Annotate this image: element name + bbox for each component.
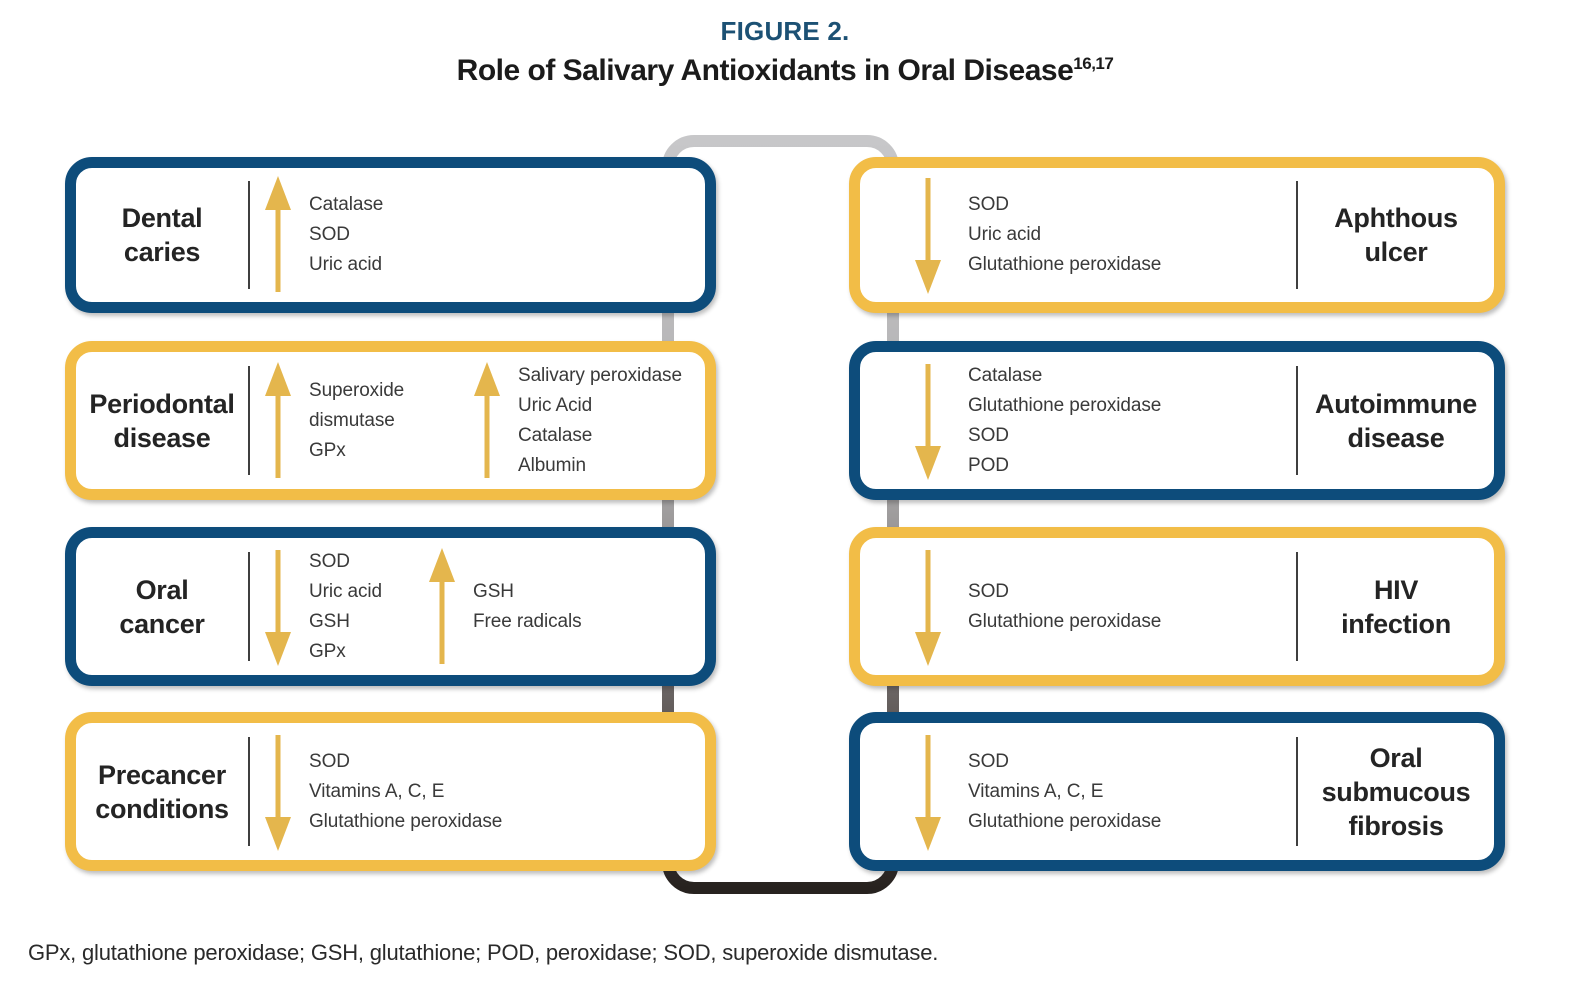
antioxidant-list: Catalase SOD Uric acid <box>309 194 384 275</box>
disease-label: Aphthous ulcer <box>1334 203 1458 267</box>
antioxidant-group: Salivary peroxidase Uric Acid Catalase A… <box>473 361 682 481</box>
figure-header: FIGURE 2. Role of Salivary Antioxidants … <box>0 16 1570 88</box>
divider-line <box>248 181 250 289</box>
antioxidant-list: SOD Uric acid GSH GPx <box>309 550 383 662</box>
antioxidant-group: SOD Uric acid Glutathione peroxidase <box>914 176 1161 294</box>
divider-line <box>248 551 250 662</box>
connector-ring <box>662 135 899 894</box>
antioxidant-list: GSH Free radicals <box>473 580 582 632</box>
arrow-tail <box>925 734 931 827</box>
disease-label: Oral submucous fibrosis <box>1321 742 1471 841</box>
increase-arrow-icon <box>264 361 292 480</box>
antioxidant-list: SOD Vitamins A, C, E Glutathione peroxid… <box>968 750 1162 832</box>
antioxidant-group: SOD Glutathione peroxidase <box>914 548 1161 666</box>
antioxidant-list: Superoxide dismutase GPx <box>309 379 405 461</box>
box-autoimmune-disease: Catalase Glutathione peroxidase SOD POD … <box>849 341 1505 500</box>
disease-label: Periodontal disease <box>89 388 235 453</box>
divider-line <box>1296 365 1298 476</box>
antioxidant-group: Catalase SOD Uric acid <box>264 176 383 294</box>
divider-line <box>248 365 250 476</box>
box-content: Superoxide dismutase GPx Salivary peroxi… <box>250 361 705 481</box>
box-oral-submucous-fibrosis: SOD Vitamins A, C, E Glutathione peroxid… <box>849 712 1505 871</box>
divider-line <box>1296 181 1298 289</box>
arrow-tail <box>484 385 490 478</box>
disease-label: HIV infection <box>1341 574 1451 639</box>
antioxidant-group: SOD Vitamins A, C, E Glutathione peroxid… <box>264 733 502 851</box>
box-content: SOD Uric acid GSH GPx GSH Free radicals <box>250 547 705 667</box>
figure-number: FIGURE 2. <box>720 16 850 46</box>
antioxidant-group: SOD Uric acid GSH GPx <box>264 547 382 667</box>
box-periodontal-disease: Periodontal disease Superoxide dismutase… <box>65 341 716 500</box>
figure-title-text: Role of Salivary Antioxidants in Oral Di… <box>456 54 1074 87</box>
box-content: SOD Glutathione peroxidase <box>860 548 1296 666</box>
antioxidant-group: Superoxide dismutase GPx <box>264 361 427 480</box>
antioxidant-list: Catalase Glutathione peroxidase SOD POD <box>968 364 1162 476</box>
arrow-tail <box>439 571 445 664</box>
decrease-arrow-icon <box>914 548 942 666</box>
arrow-tail <box>275 200 281 292</box>
increase-arrow-icon <box>264 176 292 294</box>
arrow-tail <box>925 363 931 456</box>
box-precancer-conditions: Precancer conditions SOD Vitamins A, C, … <box>65 712 716 871</box>
box-oral-cancer: Oral cancer SOD Uric acid GSH GPx GSH Fr… <box>65 527 716 686</box>
disease-label: Oral cancer <box>119 574 205 639</box>
disease-label: Dental caries <box>121 203 203 267</box>
antioxidant-list: SOD Vitamins A, C, E Glutathione peroxid… <box>309 750 503 832</box>
abbreviation-footnote: GPx, glutathione peroxidase; GSH, glutat… <box>28 940 939 965</box>
box-aphthous-ulcer: SOD Uric acid Glutathione peroxidase Aph… <box>849 157 1505 313</box>
antioxidant-group: Catalase Glutathione peroxidase SOD POD <box>914 361 1161 481</box>
decrease-arrow-icon <box>914 362 942 480</box>
divider-line <box>248 736 250 847</box>
arrow-tail <box>275 385 281 478</box>
box-hiv-infection: SOD Glutathione peroxidase HIV infection <box>849 527 1505 686</box>
antioxidant-list: SOD Glutathione peroxidase <box>968 580 1162 632</box>
divider-line <box>1296 736 1298 847</box>
arrow-tail <box>925 549 931 642</box>
increase-arrow-icon <box>428 547 456 666</box>
box-content: SOD Vitamins A, C, E Glutathione peroxid… <box>860 733 1296 851</box>
disease-label: Precancer conditions <box>95 759 229 824</box>
arrow-tail <box>275 549 281 642</box>
arrow-tail <box>275 734 281 827</box>
box-content: SOD Uric acid Glutathione peroxidase <box>860 176 1296 294</box>
antioxidant-list: Salivary peroxidase Uric Acid Catalase A… <box>518 364 682 476</box>
citation-superscript: 16,17 <box>1073 54 1114 73</box>
figure-title: Role of Salivary Antioxidants in Oral Di… <box>0 54 1570 88</box>
antioxidant-list: SOD Uric acid Glutathione peroxidase <box>968 194 1162 275</box>
decrease-arrow-icon <box>264 548 292 666</box>
decrease-arrow-icon <box>914 176 942 294</box>
increase-arrow-icon <box>473 361 501 480</box>
decrease-arrow-icon <box>264 733 292 851</box>
divider-line <box>1296 551 1298 662</box>
antioxidant-group: GSH Free radicals <box>428 547 582 666</box>
disease-label: Autoimmune disease <box>1315 388 1477 453</box>
arrow-tail <box>925 178 931 270</box>
box-content: Catalase SOD Uric acid <box>250 176 705 294</box>
box-content: SOD Vitamins A, C, E Glutathione peroxid… <box>250 733 705 851</box>
box-content: Catalase Glutathione peroxidase SOD POD <box>860 361 1296 481</box>
antioxidant-group: SOD Vitamins A, C, E Glutathione peroxid… <box>914 733 1161 851</box>
box-dental-caries: Dental caries Catalase SOD Uric acid <box>65 157 716 313</box>
decrease-arrow-icon <box>914 733 942 851</box>
